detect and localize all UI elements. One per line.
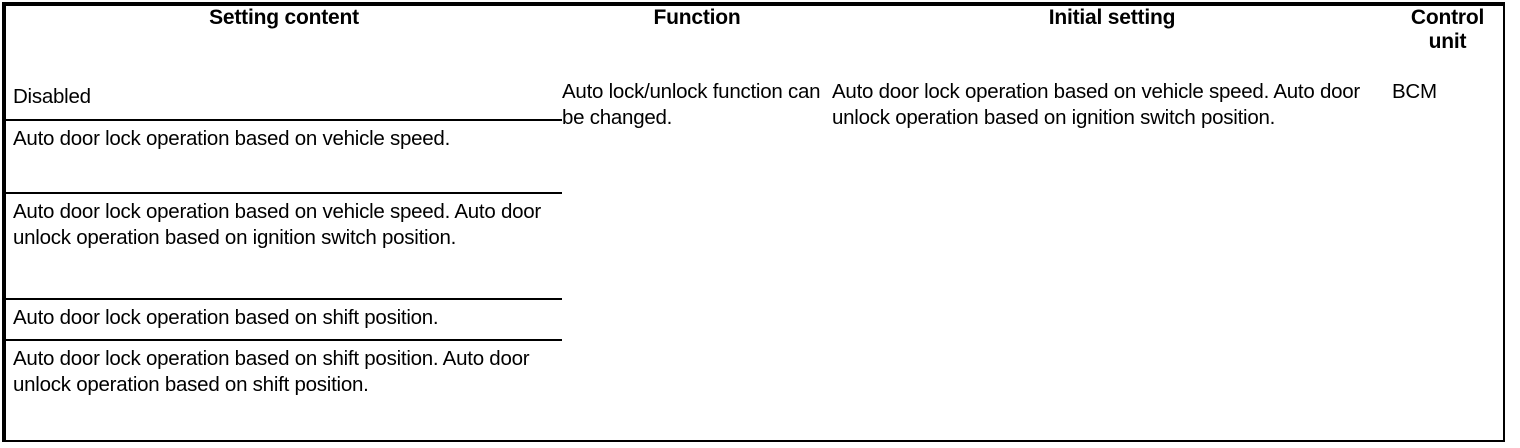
settings-table: Setting content Function Initial setting…	[2, 2, 1505, 442]
column-header-initial-setting: Initial setting	[832, 6, 1392, 79]
column-header-control-unit-line1: Control	[1410, 6, 1485, 29]
setting-content-item: Auto door lock operation based on shift …	[6, 299, 562, 341]
cell-function-value: Auto lock/unlock function can be changed…	[562, 79, 832, 440]
cell-initial-setting-value: Auto door lock operation based on vehicl…	[832, 79, 1392, 440]
setting-content-value-1: Disabled	[6, 79, 562, 121]
settings-table-grid: Setting content Function Initial setting…	[6, 6, 1503, 440]
column-header-setting-content: Setting content	[6, 6, 562, 79]
setting-content-value-4: Auto door lock operation based on shift …	[6, 299, 562, 341]
column-header-control-unit: Control unit	[1392, 6, 1503, 79]
setting-content-item: Auto door lock operation based on shift …	[6, 340, 562, 440]
column-header-control-unit-line2: unit	[1428, 29, 1467, 53]
setting-content-value-2: Auto door lock operation based on vehicl…	[6, 120, 562, 194]
table-header-row: Setting content Function Initial setting…	[6, 6, 1503, 79]
cell-setting-content: Disabled Auto door lock operation based …	[6, 79, 562, 440]
setting-content-item: Auto door lock operation based on vehicl…	[6, 120, 562, 194]
setting-content-value-3: Auto door lock operation based on vehicl…	[6, 193, 562, 300]
setting-content-item: Auto door lock operation based on vehicl…	[6, 193, 562, 300]
setting-content-item: Disabled	[6, 79, 562, 121]
column-header-function: Function	[562, 6, 832, 79]
table-body-row: Disabled Auto door lock operation based …	[6, 79, 1503, 440]
setting-content-value-5: Auto door lock operation based on shift …	[6, 340, 562, 440]
cell-control-unit-value: BCM	[1392, 79, 1503, 440]
setting-content-list: Disabled Auto door lock operation based …	[6, 79, 562, 440]
